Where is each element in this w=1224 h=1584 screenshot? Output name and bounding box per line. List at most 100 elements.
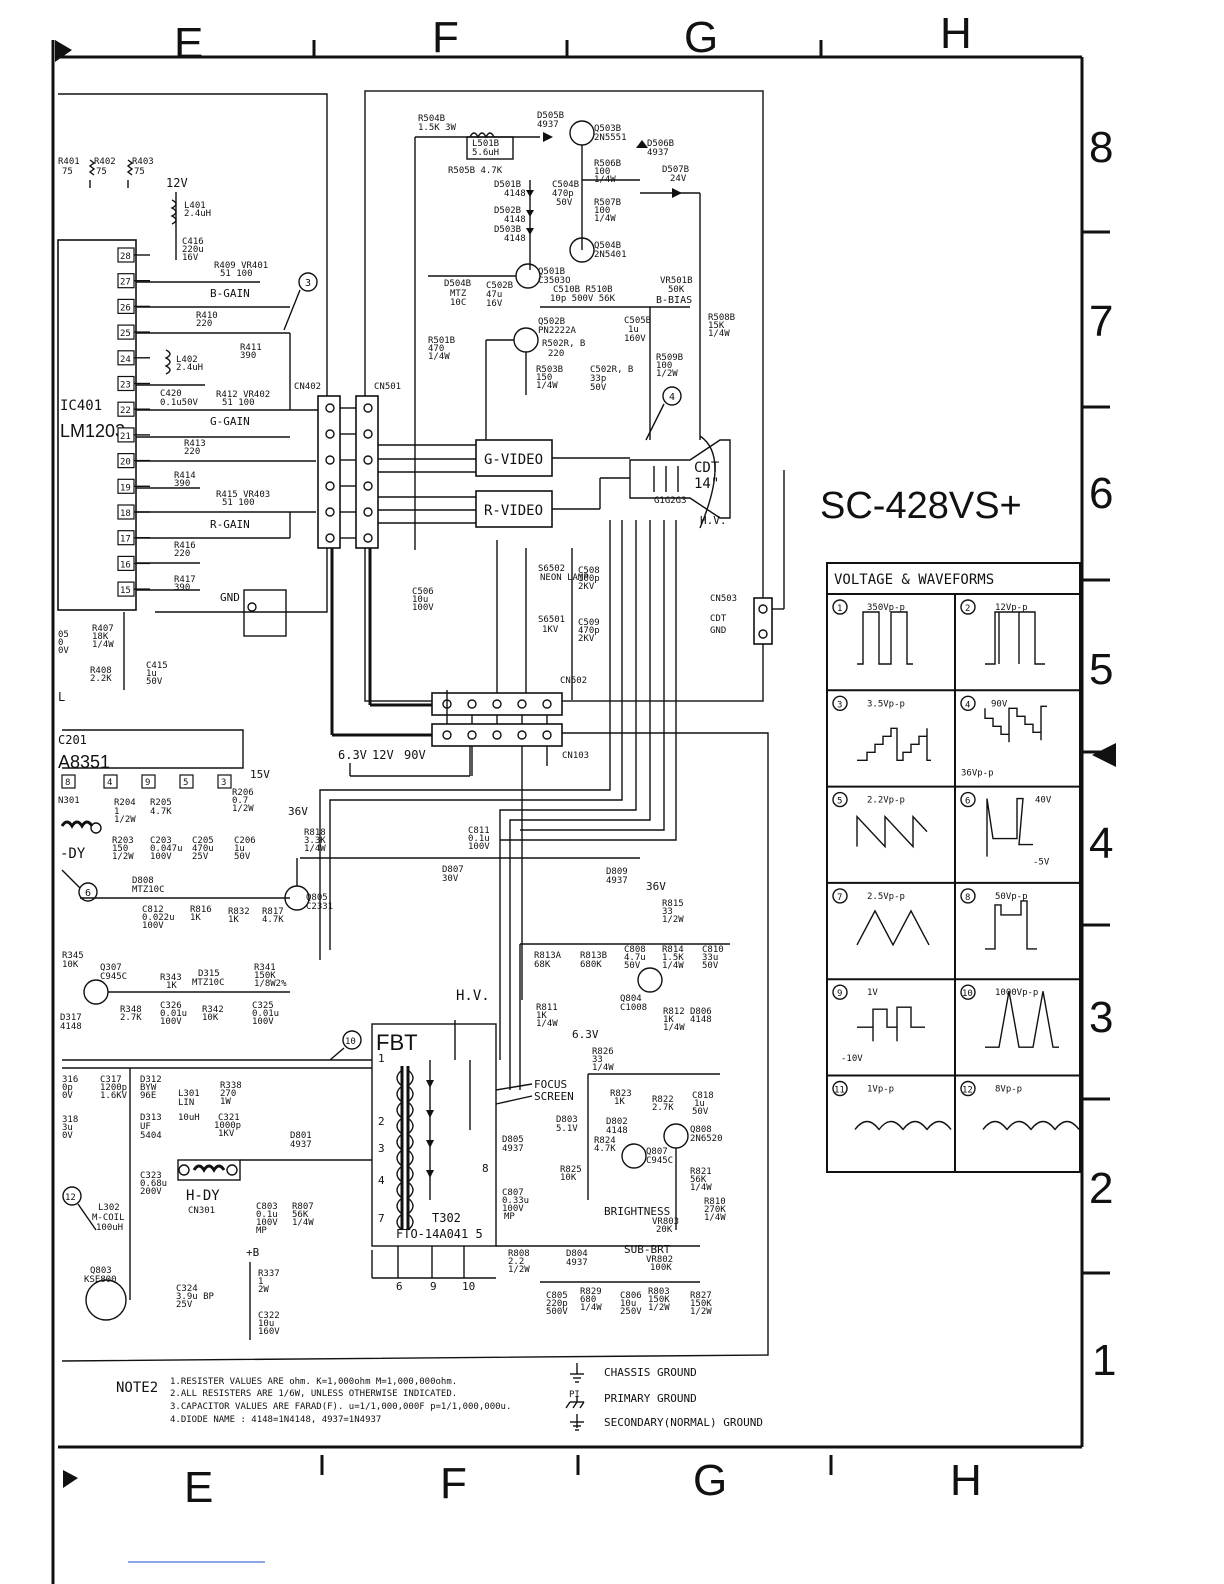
svg-text:0.1u: 0.1u (256, 1210, 278, 1220)
svg-text:50V: 50V (692, 1107, 709, 1117)
svg-text:R825: R825 (560, 1165, 582, 1175)
svg-text:C322: C322 (258, 1311, 280, 1321)
svg-text:50V: 50V (702, 961, 719, 971)
grid-col-top-g: G (684, 13, 718, 62)
ic201-pin-box (61, 774, 76, 789)
ic201-pin-number: 8 (65, 778, 70, 788)
cn402-cn501-pins (325, 403, 373, 543)
svg-text:1K: 1K (166, 981, 177, 991)
svg-text:100V: 100V (412, 603, 434, 613)
probe-point-3: 3 (283, 272, 318, 331)
cn502-pin (542, 699, 552, 709)
svg-text:2W: 2W (258, 1285, 269, 1295)
svg-text:1/4W: 1/4W (594, 175, 616, 185)
waveform-label: 12Vp-p (995, 603, 1028, 613)
svg-text:1/4W: 1/4W (704, 1213, 726, 1223)
waveform-label: 2.5Vp-p (867, 892, 905, 902)
svg-text:C811: C811 (468, 826, 490, 836)
cn402-label: CN402 (294, 382, 321, 392)
svg-text:390: 390 (240, 351, 256, 361)
g-video-label: G-VIDEO (484, 452, 543, 468)
svg-text:1/2W: 1/2W (662, 915, 684, 925)
cn402-pin (325, 481, 335, 491)
svg-text:MTZ10C: MTZ10C (132, 885, 165, 895)
secondary-ground-icon (570, 1414, 584, 1431)
svg-text:C416: C416 (182, 237, 204, 247)
svg-text:1.6KV: 1.6KV (100, 1091, 128, 1101)
ic201-pin-box (179, 774, 194, 789)
svg-text:R829: R829 (580, 1287, 602, 1297)
svg-text:4.7K: 4.7K (150, 807, 172, 817)
grid-col-top-f: F (432, 13, 459, 62)
svg-text:0.047u: 0.047u (150, 844, 183, 854)
svg-text:D801: D801 (290, 1131, 312, 1141)
svg-text:56K: 56K (292, 1210, 309, 1220)
svg-text:Q502B: Q502B (538, 317, 565, 327)
svg-text:D503B: D503B (494, 225, 521, 235)
label-m-coil: M-COIL (92, 1213, 125, 1223)
svg-text:1/4W: 1/4W (536, 381, 558, 391)
svg-text:R816: R816 (190, 905, 212, 915)
svg-text:4.7K: 4.7K (262, 915, 284, 925)
ic201-pin-number: 9 (145, 778, 150, 788)
label-supply-12: 12V (372, 748, 394, 762)
svg-text:4937: 4937 (290, 1140, 312, 1150)
svg-text:MP: MP (256, 1226, 267, 1236)
waveform-trace (984, 705, 1047, 743)
svg-text:C502R, B: C502R, B (590, 365, 633, 375)
svg-text:270K: 270K (704, 1205, 726, 1215)
svg-text:BYW: BYW (140, 1083, 157, 1093)
legend-secondary-label: SECONDARY(NORMAL) GROUND (604, 1416, 763, 1429)
waveform-number: 4 (965, 700, 970, 710)
svg-text:4937: 4937 (566, 1258, 588, 1268)
ic401-pin-number: 18 (120, 509, 131, 519)
supply-labels: 6.3V 12V 90V (330, 548, 471, 777)
ic401-pin-number: 26 (120, 303, 131, 313)
cn501-pin (363, 429, 373, 439)
ic401-pin-number: 27 (120, 278, 131, 288)
svg-text:C205: C205 (192, 836, 214, 846)
svg-text:C508: C508 (578, 566, 600, 576)
svg-text:R817: R817 (262, 907, 284, 917)
waveform-label: 1V (867, 988, 878, 998)
cn501-label: CN501 (374, 382, 401, 392)
svg-text:16V: 16V (182, 253, 199, 263)
cn103-pin (467, 730, 477, 740)
waveform-number: 11 (834, 1086, 845, 1096)
label-focus: FOCUS (534, 1078, 567, 1091)
svg-text:1/4W: 1/4W (292, 1218, 314, 1228)
svg-text:4148: 4148 (504, 215, 526, 225)
svg-text:R338: R338 (220, 1081, 242, 1091)
label-b-gain: B-GAIN (210, 287, 250, 300)
svg-text:C1008: C1008 (620, 1003, 647, 1013)
svg-text:C810: C810 (702, 945, 724, 955)
svg-text:680K: 680K (580, 960, 602, 970)
svg-text:100V: 100V (150, 852, 172, 862)
svg-text:05: 05 (58, 630, 69, 640)
svg-text:R410: R410 (196, 311, 218, 321)
svg-text:160V: 160V (258, 1327, 280, 1337)
waveform-label: 40V (1035, 796, 1052, 806)
svg-text:250V: 250V (620, 1307, 642, 1317)
svg-text:D502B: D502B (494, 206, 521, 216)
cn502-cn103-pins (442, 699, 552, 740)
g-video-block: G-VIDEO (475, 439, 553, 477)
waveform-trace (985, 900, 1037, 950)
cn502-pin (492, 699, 502, 709)
svg-text:L401: L401 (184, 201, 206, 211)
svg-text:D505B: D505B (537, 111, 564, 121)
svg-text:470u: 470u (192, 844, 214, 854)
svg-text:R203: R203 (112, 836, 134, 846)
svg-text:R348: R348 (120, 1005, 142, 1015)
cdt-tube: CDT 14" G1G2G3 H.V. (629, 435, 731, 529)
svg-text:1/4W: 1/4W (708, 329, 730, 339)
ic201-pin-number: 3 (221, 778, 226, 788)
svg-text:Q807: Q807 (646, 1147, 668, 1157)
svg-text:R345: R345 (62, 951, 84, 961)
svg-text:R415 VR403: R415 VR403 (216, 490, 270, 500)
